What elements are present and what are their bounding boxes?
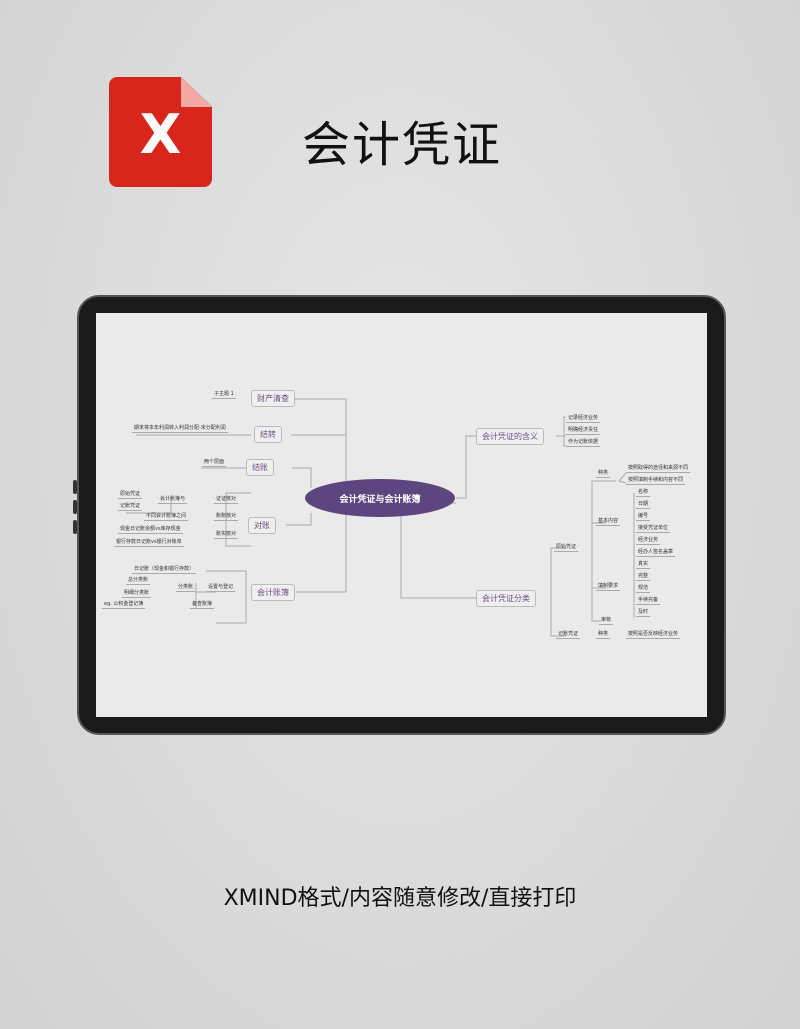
subtopic[interactable]: 备查账簿 <box>190 601 215 609</box>
tablet-button <box>73 500 77 514</box>
subtopic[interactable]: 填制要求 <box>596 583 621 591</box>
subtopic[interactable]: 按照取得的途径和来源不同 <box>626 465 691 473</box>
footer-caption: XMIND格式/内容随意修改/直接打印 <box>223 886 577 911</box>
page-title: 会计凭证 <box>302 117 503 173</box>
subtopic[interactable]: 经办人签名盖章 <box>636 549 676 557</box>
topic-account-books[interactable]: 会计账簿 <box>251 584 295 601</box>
topic-reconciliation[interactable]: 对账 <box>248 517 276 534</box>
subtopic[interactable]: 真实 <box>636 561 651 569</box>
subtopic[interactable]: 种类 <box>596 470 611 478</box>
subtopic[interactable]: 证证核对 <box>214 496 239 504</box>
subtopic[interactable]: eg. 公积金登记簿 <box>102 601 146 609</box>
subtopic[interactable]: 明细分类账 <box>122 590 152 598</box>
subtopic[interactable]: 记账凭证 <box>556 631 581 639</box>
subtopic[interactable]: 明确经济责任 <box>566 427 601 435</box>
subtopic[interactable]: 作为记账依据 <box>566 439 601 447</box>
subtopic[interactable]: 原始凭证 <box>118 491 143 499</box>
subtopic[interactable]: 期末将本年利润转入利润分配-未分配利润 <box>132 425 228 433</box>
central-topic[interactable]: 会计凭证与会计账簿 <box>305 479 455 517</box>
subtopic[interactable]: 现金日记账余额vs库存现金 <box>118 526 183 534</box>
mindmap-canvas: 会计凭证与会计账簿 财产清查 子主题 1 结转 期末将本年利润转入利润分配-未分… <box>96 313 707 717</box>
subtopic[interactable]: 记账凭证 <box>118 503 143 511</box>
subtopic[interactable]: 经济业务 <box>636 537 661 545</box>
subtopic[interactable]: 种类 <box>596 631 611 639</box>
tablet-button <box>73 520 77 534</box>
subtopic[interactable]: 记录经济业务 <box>566 415 601 423</box>
subtopic[interactable]: 名称 <box>636 489 651 497</box>
subtopic[interactable]: 总分类账 <box>126 577 151 585</box>
subtopic[interactable]: 原始凭证 <box>554 544 579 552</box>
subtopic[interactable]: 规范 <box>636 585 651 593</box>
subtopic[interactable]: 子主题 1 <box>212 391 236 399</box>
subtopic[interactable]: 及时 <box>636 609 651 617</box>
subtopic[interactable]: 日记账（现金和银行存款） <box>132 566 197 574</box>
subtopic[interactable]: 日期 <box>636 501 651 509</box>
topic-property-check[interactable]: 财产清查 <box>251 390 295 407</box>
topic-carry-over[interactable]: 结转 <box>254 426 282 443</box>
topic-voucher-meaning[interactable]: 会计凭证的含义 <box>476 428 544 445</box>
tablet-button <box>73 480 77 494</box>
central-topic-label: 会计凭证与会计账簿 <box>339 494 421 505</box>
topic-voucher-classification[interactable]: 会计凭证分类 <box>476 590 536 607</box>
subtopic[interactable]: 编号 <box>636 513 651 521</box>
subtopic[interactable]: 手续完备 <box>636 597 661 605</box>
logo-letter: X <box>139 103 182 166</box>
subtopic[interactable]: 审核 <box>599 617 614 625</box>
subtopic[interactable]: 设置与登记 <box>206 584 236 592</box>
topic-closing[interactable]: 结账 <box>246 459 274 476</box>
subtopic[interactable]: 两个层面 <box>202 459 227 467</box>
subtopic[interactable]: 基本内容 <box>596 518 621 526</box>
subtopic[interactable]: 分类账 <box>176 584 196 592</box>
subtopic[interactable]: 银行存款日记账vs银行对账单 <box>114 539 184 547</box>
subtopic[interactable]: 按照填制手续和内容不同 <box>626 477 686 485</box>
subtopic[interactable]: 按照是否反映经济业务 <box>626 631 681 639</box>
subtopic[interactable]: 接受凭证单位 <box>636 525 671 533</box>
subtopic[interactable]: 账账核对 <box>214 513 239 521</box>
subtopic[interactable]: 账实核对 <box>214 531 239 539</box>
subtopic[interactable]: 不同会计账簿之间 <box>144 513 189 521</box>
subtopic[interactable]: 会计账簿与 <box>158 496 188 504</box>
subtopic[interactable]: 完整 <box>636 573 651 581</box>
